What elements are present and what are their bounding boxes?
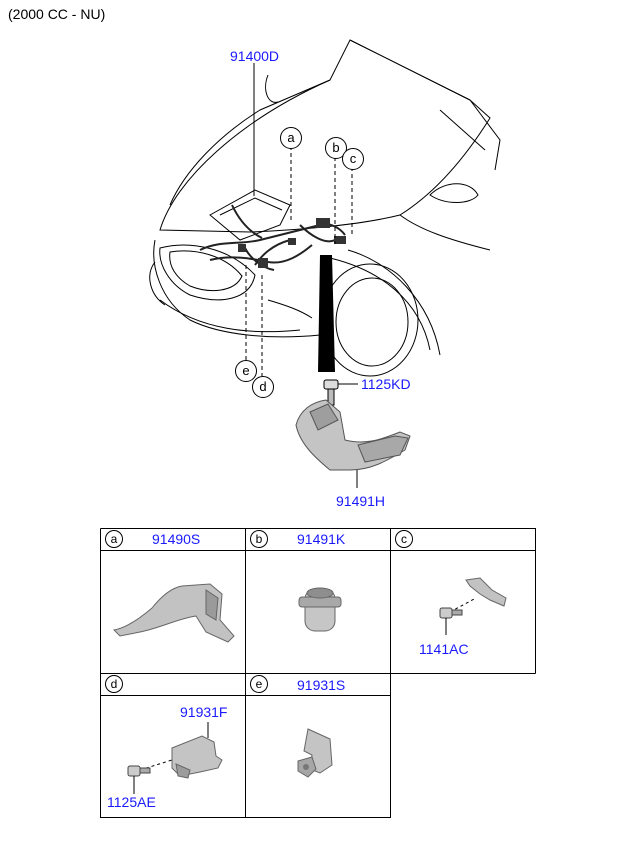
variant-title: (2000 CC - NU): [8, 6, 106, 22]
cell-a-letter: a: [105, 530, 123, 548]
part-1125KD-label[interactable]: 1125KD: [361, 376, 411, 392]
callout-e: e: [235, 360, 257, 382]
part-91931F-image: [127, 722, 223, 794]
part-91931S-label[interactable]: 91931S: [297, 677, 346, 693]
part-91400D-label[interactable]: 91400D: [230, 48, 280, 64]
part-1141AC-label[interactable]: 1141AC: [419, 641, 469, 657]
part-91931S-image: [297, 728, 333, 778]
part-1125AE-label[interactable]: 1125AE: [107, 794, 156, 810]
callout-b: b: [325, 137, 347, 159]
cell-b-letter: b: [250, 530, 268, 548]
part-91490S-image: [112, 583, 235, 643]
part-91931F-label[interactable]: 91931F: [180, 704, 228, 720]
cell-c-letter: c: [395, 530, 413, 548]
cell-d-letter: d: [105, 675, 123, 693]
engine-bay-illustration: [149, 39, 501, 488]
part-91491K-image: [298, 587, 342, 632]
part-91491H-label[interactable]: 91491H: [336, 493, 386, 509]
callout-a: a: [280, 127, 302, 149]
callout-c: c: [342, 148, 364, 170]
part-91490S-label[interactable]: 91490S: [152, 531, 201, 547]
cell-e-letter: e: [250, 675, 268, 693]
callout-d: d: [252, 376, 274, 398]
part-1141AC-image: [439, 577, 507, 635]
part-91491K-label[interactable]: 91491K: [297, 531, 346, 547]
